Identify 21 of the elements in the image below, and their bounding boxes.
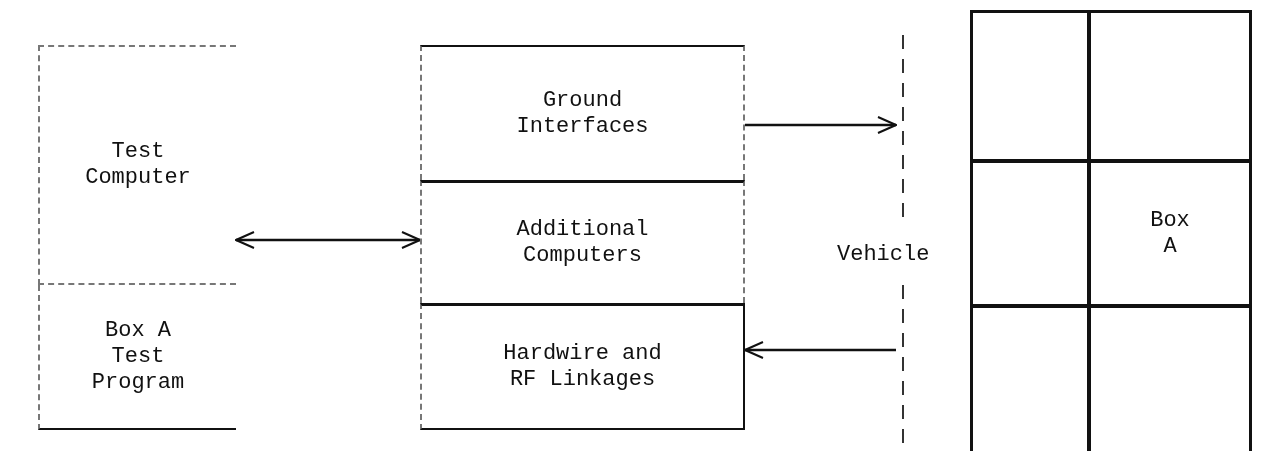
arrow bbox=[235, 231, 421, 249]
box-label: Test Computer bbox=[84, 139, 192, 191]
box-label: Additional Computers bbox=[515, 217, 650, 269]
grid-cell bbox=[970, 160, 1090, 307]
arrow bbox=[745, 116, 897, 134]
arrow bbox=[744, 341, 896, 359]
box-label: Ground Interfaces bbox=[515, 87, 650, 140]
process-box bbox=[38, 285, 236, 430]
box-label: Box A bbox=[1149, 207, 1191, 260]
grid-cell bbox=[970, 10, 1090, 162]
box-label: Hardwire and RF Linkages bbox=[502, 341, 663, 393]
process-box bbox=[420, 303, 745, 430]
grid-cell bbox=[1088, 305, 1252, 451]
boundary-label: Vehicle bbox=[837, 242, 930, 268]
process-box bbox=[420, 45, 745, 180]
grid-cell bbox=[1088, 160, 1252, 307]
process-box bbox=[420, 180, 745, 303]
box-label: Box A Test Program bbox=[90, 317, 186, 396]
grid-cell bbox=[970, 305, 1090, 451]
grid-cell bbox=[1088, 10, 1252, 162]
process-box bbox=[38, 45, 236, 285]
